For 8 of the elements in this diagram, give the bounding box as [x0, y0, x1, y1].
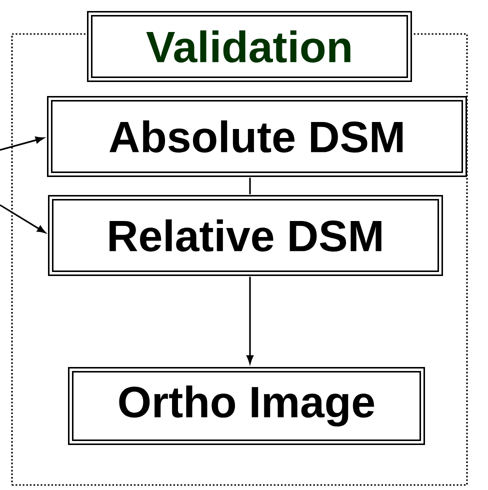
connector-line [249, 178, 251, 194]
arrow [246, 276, 254, 364]
process-box: Absolute DSM [47, 96, 467, 177]
arrow [0, 136, 44, 151]
process-box: Relative DSM [48, 195, 443, 276]
title-box: Validation [87, 11, 412, 82]
process-box: Ortho Image [68, 367, 425, 445]
arrow [0, 204, 46, 234]
